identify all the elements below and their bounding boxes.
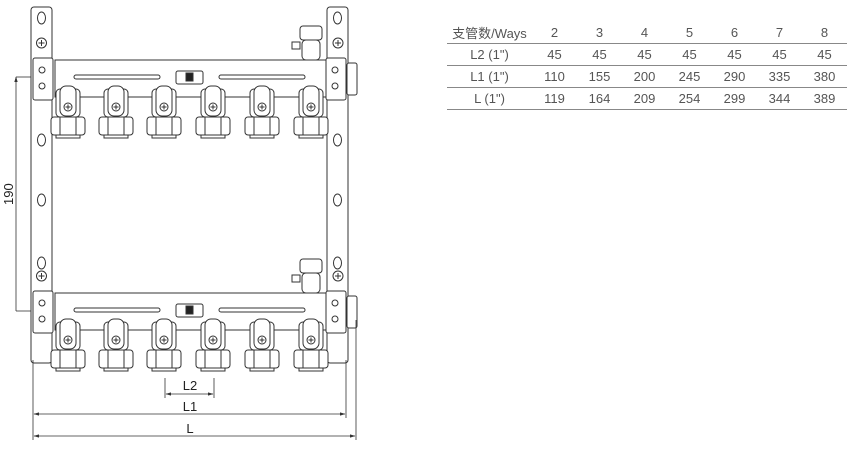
table-cell: 3 [577,22,622,44]
end-plug [346,62,358,96]
table-cell: 6 [712,22,757,44]
mounting-slot [333,133,342,147]
table-cell: 299 [712,87,757,110]
outlet-valve [195,318,231,372]
outlet-valve [293,318,329,372]
row-label: 支管数/Ways [447,22,532,44]
row-label: L (1") [447,87,532,110]
row-label: L1 (1") [447,65,532,88]
outlet-valve [50,85,86,139]
outlet-valve [244,318,280,372]
table-cell: 344 [757,87,802,110]
table-cell: 2 [532,22,577,44]
table-cell: 45 [532,43,577,66]
table-cell: 254 [667,87,712,110]
union-nut [146,116,182,136]
mounting-slot [333,193,342,207]
table-cell: 45 [577,43,622,66]
row-label: L2 (1") [447,43,532,66]
table-cell: 45 [712,43,757,66]
dim-l1-label: L1 [183,399,197,414]
clamp [32,57,54,101]
table-cell: 335 [757,65,802,88]
mounting-slot [37,11,46,25]
table-cell: 389 [802,87,847,110]
manifold-drawing: 190 L2 L1 L [1,6,358,440]
lower-manifold [32,258,358,372]
union-nut [50,349,86,369]
union-nut [195,116,231,136]
dim-l2-label: L2 [183,378,197,393]
union-nut [98,116,134,136]
clamp [32,290,54,334]
table-cell: 209 [622,87,667,110]
dim-l-label: L [186,421,193,436]
table-cell: 45 [757,43,802,66]
table-cell: 7 [757,22,802,44]
mounting-slot [37,193,46,207]
outlet-valve [146,85,182,139]
table-cell: 5 [667,22,712,44]
mounting-slot [37,256,46,270]
union-nut [244,349,280,369]
mounting-slot [333,11,342,25]
table-cell: 164 [577,87,622,110]
air-vent-icon [299,25,323,41]
union-nut [293,116,329,136]
table-cell: 45 [622,43,667,66]
table-cell: 245 [667,65,712,88]
table-cell: 119 [532,87,577,110]
table-cell: 380 [802,65,847,88]
outlet-valve [98,85,134,139]
table-cell: 290 [712,65,757,88]
outlet-valve [146,318,182,372]
table-cell: 110 [532,65,577,88]
outlet-valve [244,85,280,139]
outlet-valve [98,318,134,372]
clamp [325,57,347,101]
union-nut [98,349,134,369]
mounting-slot [333,256,342,270]
outlet-valve [195,85,231,139]
dim-190-label: 190 [1,183,16,205]
table-cell: 8 [802,22,847,44]
table-cell: 200 [622,65,667,88]
union-nut [293,349,329,369]
mounting-slot [37,133,46,147]
upper-manifold [32,25,358,139]
outlet-valve [50,318,86,372]
air-vent-icon [299,258,323,274]
table-cell: 45 [667,43,712,66]
table-cell: 45 [802,43,847,66]
union-nut [146,349,182,369]
end-plug [346,295,358,329]
union-nut [195,349,231,369]
outlet-valve [293,85,329,139]
clamp [325,290,347,334]
union-nut [244,116,280,136]
union-nut [50,116,86,136]
table-cell: 4 [622,22,667,44]
table-cell: 155 [577,65,622,88]
